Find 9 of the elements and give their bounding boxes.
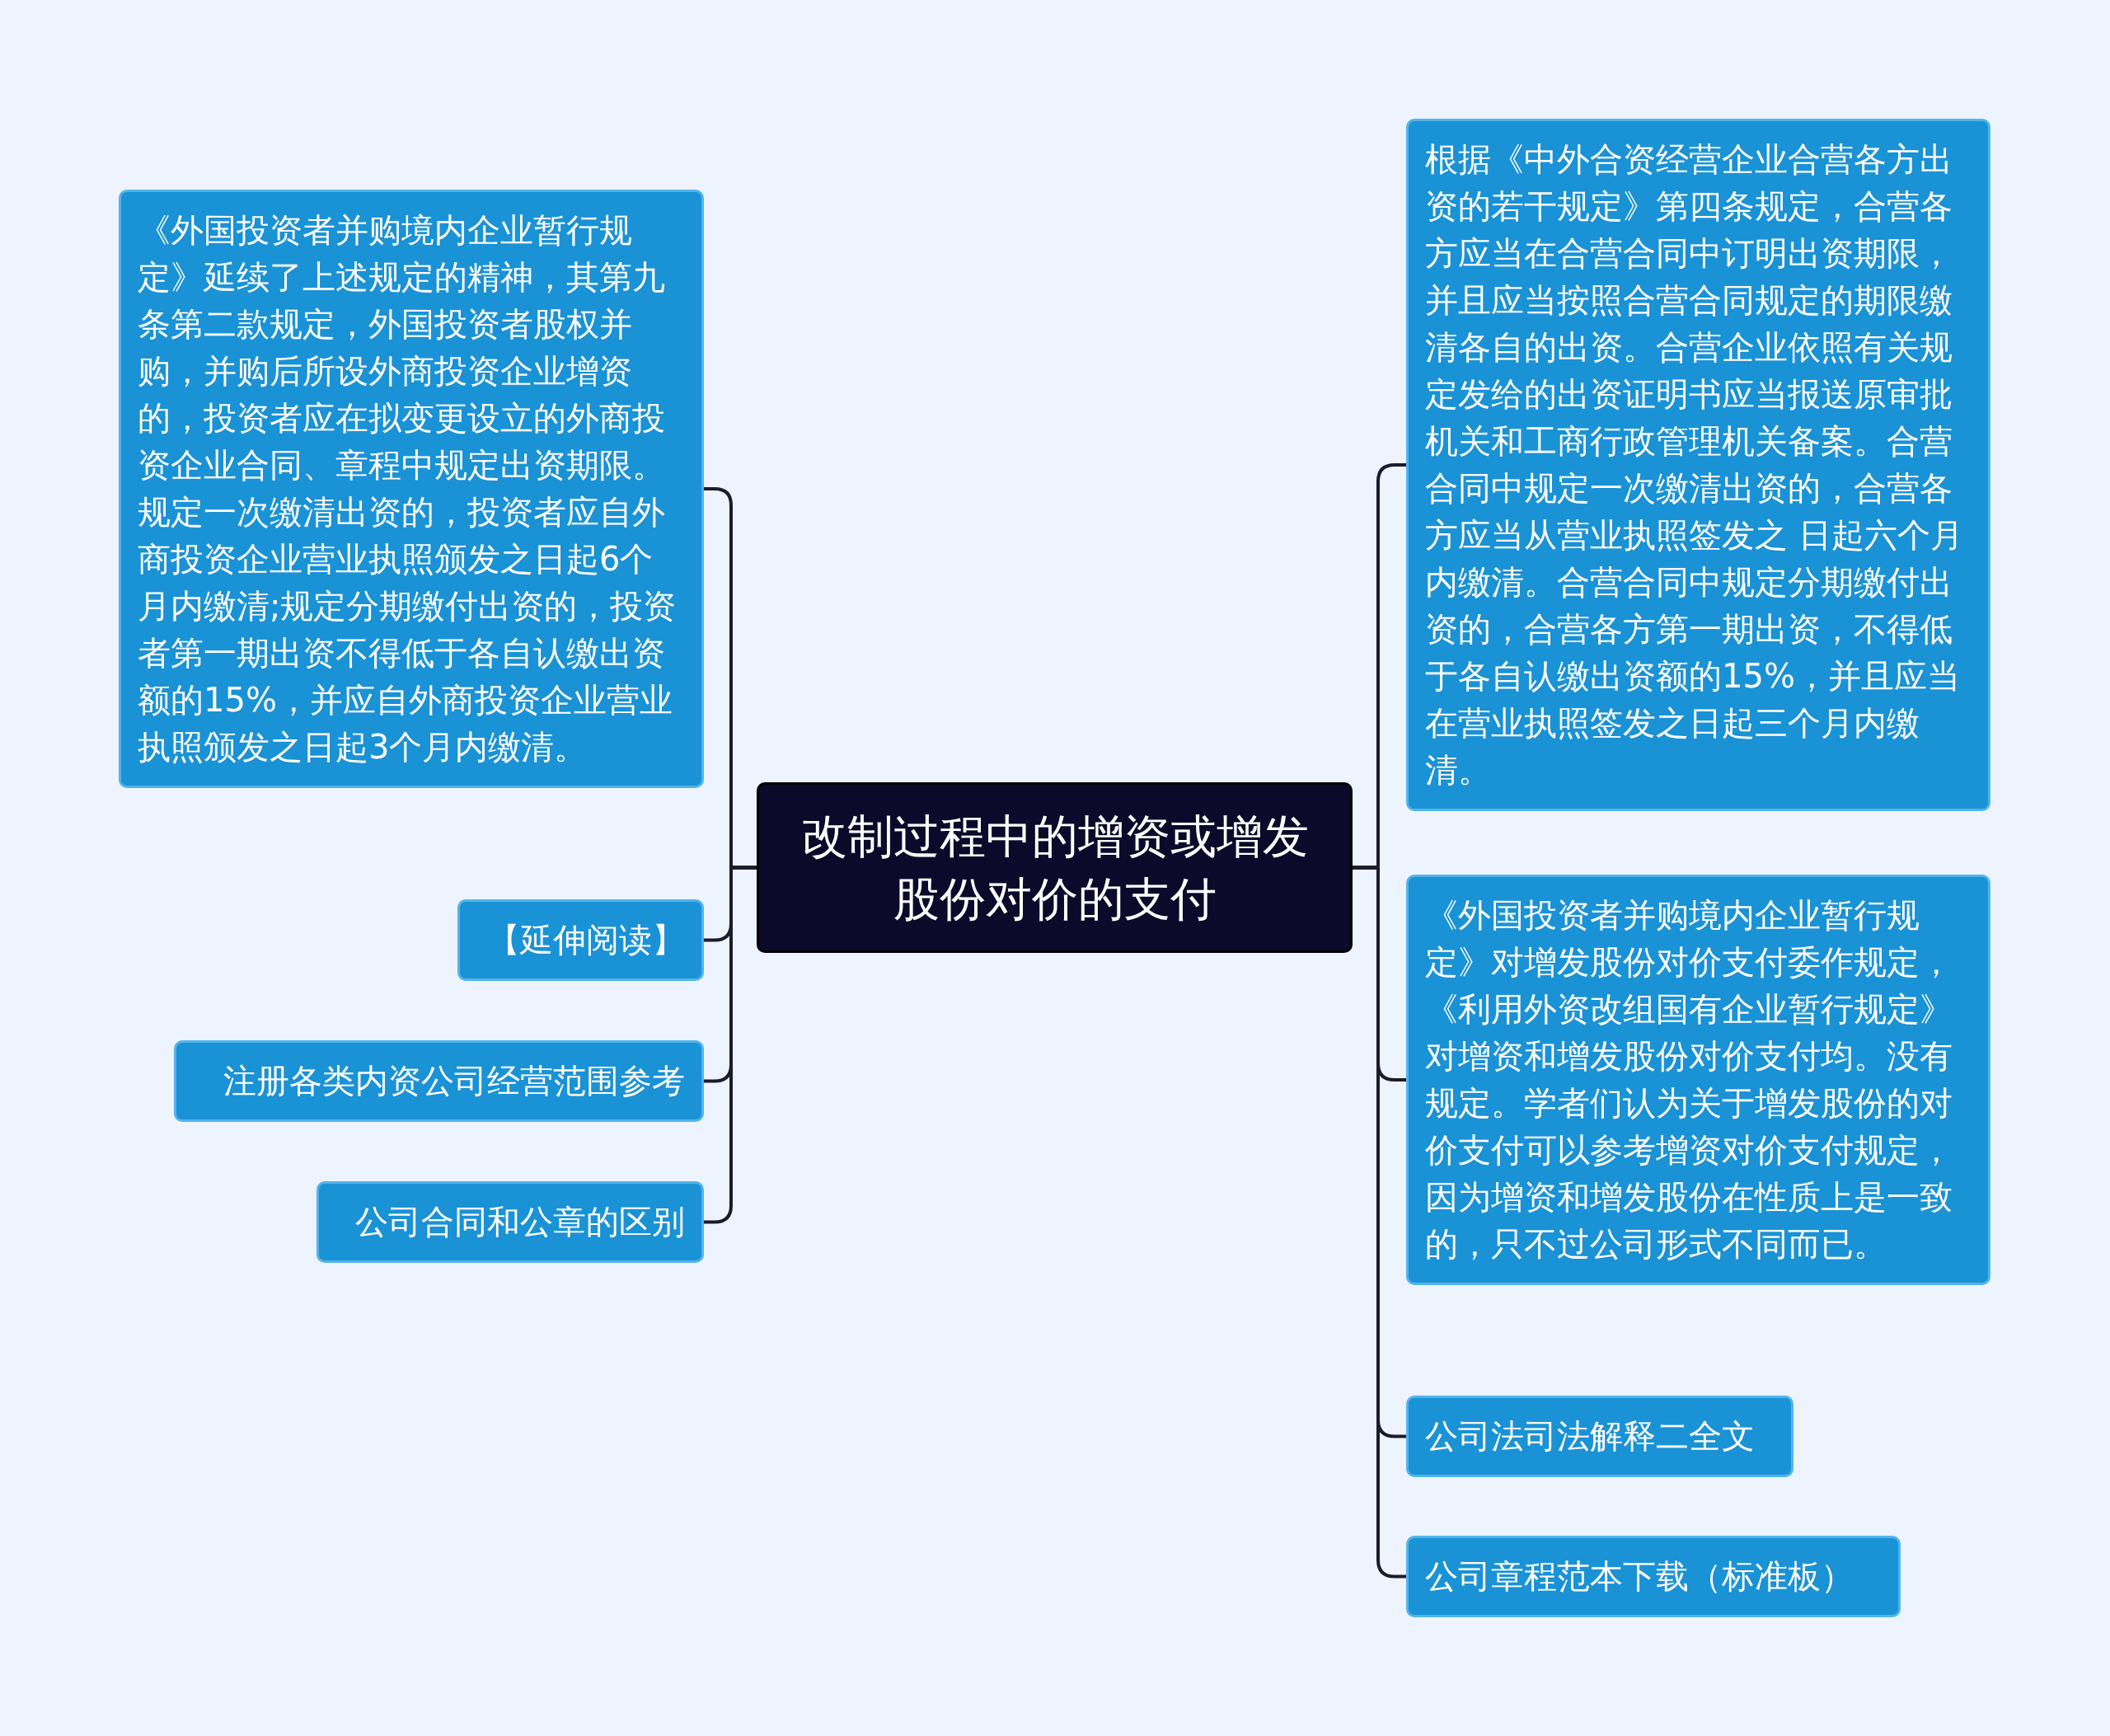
topic-box: 公司法司法解释二全文	[1406, 1396, 1794, 1477]
central-topic-box: 改制过程中的增资或增发股份对价的支付	[757, 782, 1353, 953]
topic-box: 根据《中外合资经营企业合营各方出资的若干规定》第四条规定，合营各方应当在合营合同中订明出资期限，并且应当按照合营合同规定的期限缴清各自的出资。合营企业依照有关规定发给的出资证明书应当报送原审批机关和工商行政管理机关备案。合营合同中规定一次缴清出资的，合营各方应当从营业执照签发之 日起六个月内缴清。合营合同中规定分期缴付出资的，合营各方第一期出资，不得低于各自认缴出资额的15%，并且应当在营业执照签发之日起三个月内缴清。	[1406, 119, 1990, 811]
topic-box: 公司章程范本下载（标准板）	[1406, 1536, 1901, 1617]
topic-box: 【延伸阅读】	[457, 899, 704, 981]
topic-box: 《外国投资者并购境内企业暂行规定》对增发股份对价支付委作规定，《利用外资改组国有企业暂行规定》对增资和增发股份对价支付均。没有规定。学者们认为关于增发股份的对价支付可以参考增资对价支付规定，因为增资和增发股份在性质上是一致的，只不过公司形式不同而已。	[1406, 875, 1990, 1285]
topic-box: 公司合同和公章的区别	[316, 1181, 704, 1263]
topic-box: 注册各类内资公司经营范围参考	[174, 1040, 704, 1122]
topic-box: 《外国投资者并购境内企业暂行规定》延续了上述规定的精神，其第九条第二款规定，外国投资者股权并购，并购后所设外商投资企业增资的，投资者应在拟变更设立的外商投资企业合同、章程中规定出资期限。规定一次缴清出资的，投资者应自外商投资企业营业执照颁发之日起6个月内缴清;规定分期缴付出资的，投资者第一期出资不得低于各自认缴出资额的15%，并应自外商投资企业营业执照颁发之日起3个月内缴清。	[119, 190, 704, 788]
